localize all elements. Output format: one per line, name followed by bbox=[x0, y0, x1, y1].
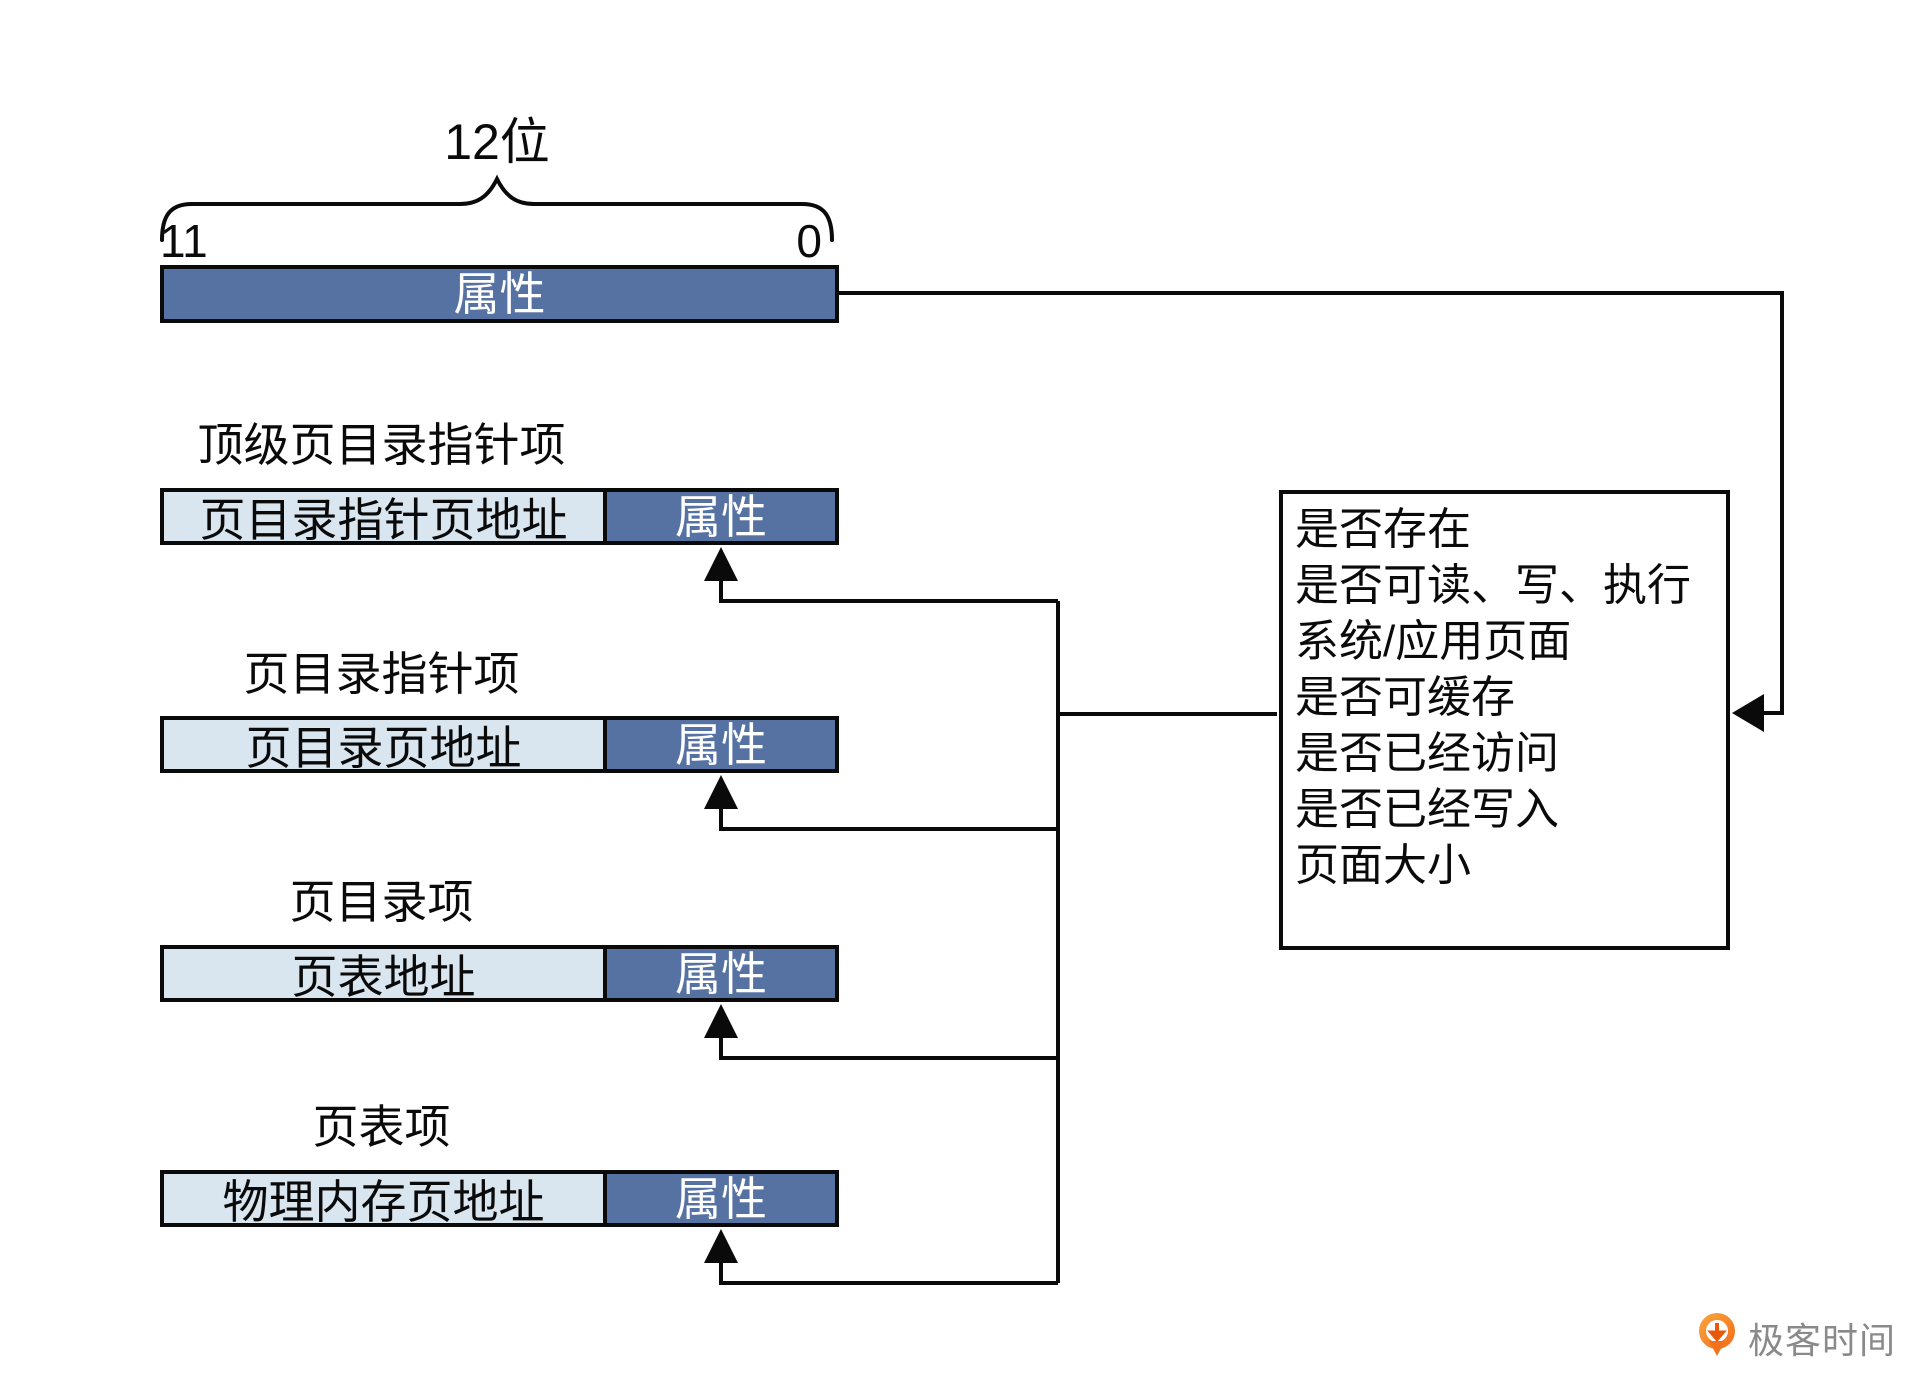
bit-width-label: 12位 bbox=[444, 114, 550, 170]
attribute-item: 是否可读、写、执行 bbox=[1295, 561, 1691, 610]
address-field: 页目录指针页地址 bbox=[164, 492, 607, 546]
attribute-field-label: 属性 bbox=[675, 1172, 767, 1225]
row2-arrowhead bbox=[704, 775, 738, 809]
attribute-field: 属性 bbox=[607, 949, 835, 998]
attribute-field-label: 属性 bbox=[675, 718, 767, 771]
top-attribute-bar-label: 属性 bbox=[453, 268, 546, 320]
entry-bar-pd: 页表地址 属性 bbox=[160, 945, 839, 1003]
entry-bar-pdpt: 页目录页地址 属性 bbox=[160, 716, 839, 774]
geektime-logo-icon bbox=[1699, 1313, 1735, 1356]
geektime-logo: 极客时间 bbox=[1696, 1312, 1896, 1364]
geektime-logo-text: 极客时间 bbox=[1748, 1320, 1897, 1361]
row4-elbow bbox=[719, 1259, 1058, 1285]
address-field: 页表地址 bbox=[164, 949, 607, 1003]
arrowhead-into-box bbox=[1732, 694, 1764, 732]
row-title-pdpt-entry: 页目录指针项 bbox=[243, 648, 520, 700]
row4-arrowhead bbox=[704, 1229, 738, 1263]
row1-arrowhead bbox=[704, 547, 738, 581]
attribute-field-label: 属性 bbox=[675, 947, 767, 1000]
attribute-field-label: 属性 bbox=[675, 490, 767, 543]
address-field: 物理内存页地址 bbox=[164, 1174, 607, 1228]
row-title-pt-entry: 页表项 bbox=[312, 1101, 451, 1153]
bit-index-high: 11 bbox=[160, 215, 208, 267]
row-title-pd-entry: 页目录项 bbox=[289, 876, 474, 928]
row3-arrowhead bbox=[704, 1004, 738, 1038]
row2-elbow bbox=[719, 805, 1058, 831]
bit-index-low: 0 bbox=[796, 215, 822, 267]
row-title-top-level-pdpt-entry: 顶级页目录指针项 bbox=[197, 419, 566, 471]
attribute-item: 是否已经访问 bbox=[1295, 729, 1559, 778]
bit-span-brace bbox=[160, 174, 834, 242]
row1-elbow bbox=[719, 577, 1058, 603]
top-attribute-bar: 属性 bbox=[160, 265, 839, 323]
attribute-field: 属性 bbox=[607, 492, 835, 541]
attribute-description-box: 是否存在 是否可读、写、执行 系统/应用页面 是否可缓存 是否已经访问 是否已经… bbox=[1279, 490, 1730, 950]
attribute-item: 是否存在 bbox=[1295, 505, 1471, 554]
entry-bar-pt: 物理内存页地址 属性 bbox=[160, 1170, 839, 1228]
attribute-item: 是否可缓存 bbox=[1295, 673, 1515, 722]
address-field: 页目录页地址 bbox=[164, 720, 607, 774]
attribute-item: 系统/应用页面 bbox=[1295, 617, 1572, 666]
attribute-item: 是否已经写入 bbox=[1295, 785, 1559, 834]
entry-bar-top-level-pdpt: 页目录指针页地址 属性 bbox=[160, 488, 839, 546]
attribute-item: 页面大小 bbox=[1295, 841, 1471, 890]
attribute-field: 属性 bbox=[607, 720, 835, 769]
attribute-field: 属性 bbox=[607, 1174, 835, 1223]
row3-elbow bbox=[719, 1034, 1058, 1060]
